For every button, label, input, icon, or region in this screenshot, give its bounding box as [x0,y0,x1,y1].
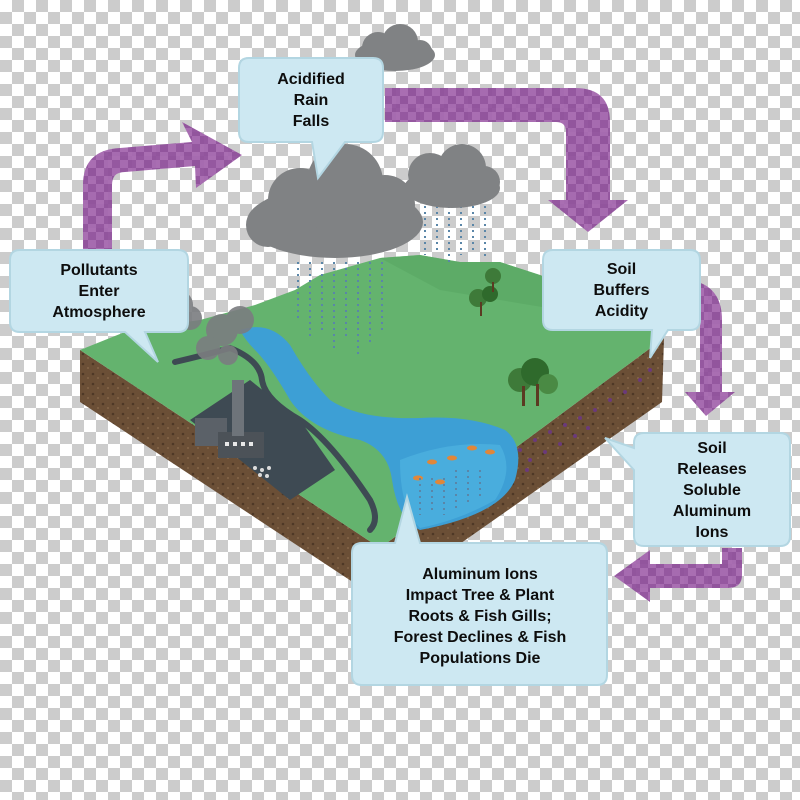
arrow-pollutants-to-rain [83,122,242,250]
soil-layer-right [380,338,664,600]
arrow-rain-to-soil [385,88,628,232]
rain [297,200,486,515]
cloud-large [246,144,423,258]
bubble-pollutants [9,249,189,363]
arrow-buffers-to-releases [685,282,735,416]
river-shallow [400,444,507,528]
tree-cluster-front [508,358,558,406]
bubble-aluminum-impact [351,493,608,686]
bubble-acidified-rain [238,57,384,181]
cycle-arrows [83,88,742,602]
bubble-soil-buffers [542,249,701,359]
label-acidified-rain-falls: Acidified Rain Falls [277,70,345,130]
arrow-releases-to-impact [614,548,742,602]
label-pollutants-enter-atmosphere: Pollutants Enter Atmosphere [52,261,146,321]
label-soil-buffers-acidity: Soil Buffers Acidity [593,260,650,320]
callout-bubbles [9,57,791,686]
label-aluminum-ions-impact: Aluminum Ions Impact Tree & Plant Roots … [393,565,567,667]
cloud-small [404,144,500,208]
tree-cluster-hill [469,268,501,316]
river [240,327,519,530]
trees [469,268,558,406]
bubble-soil-releases [604,432,791,547]
soil-layer-front [80,350,380,600]
label-soil-releases-aluminum: Soil Releases Soluble Aluminum Ions [672,439,752,541]
